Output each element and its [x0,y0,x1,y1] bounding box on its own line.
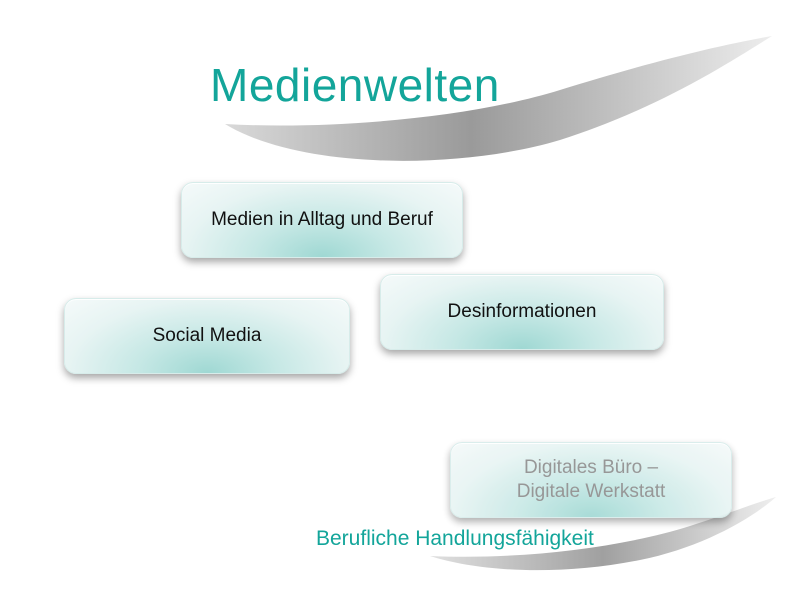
top-swoosh [225,36,772,161]
card-social-media[interactable]: Social Media [64,298,350,374]
card-label: Medien in Alltag und Beruf [211,209,433,231]
card-label: Digitales Büro – Digitale Werkstatt [516,457,666,502]
card-desinformationen[interactable]: Desinformationen [380,274,664,350]
card-label: Desinformationen [447,301,597,323]
slide-title: Medienwelten [210,59,500,111]
slide-subtitle: Berufliche Handlungsfähigkeit [316,527,594,550]
card-label: Social Media [152,325,262,347]
card-medien-alltag-beruf[interactable]: Medien in Alltag und Beruf [181,182,463,258]
card-digitales-buero[interactable]: Digitales Büro – Digitale Werkstatt [450,442,732,518]
bottom-swoosh [430,497,776,571]
